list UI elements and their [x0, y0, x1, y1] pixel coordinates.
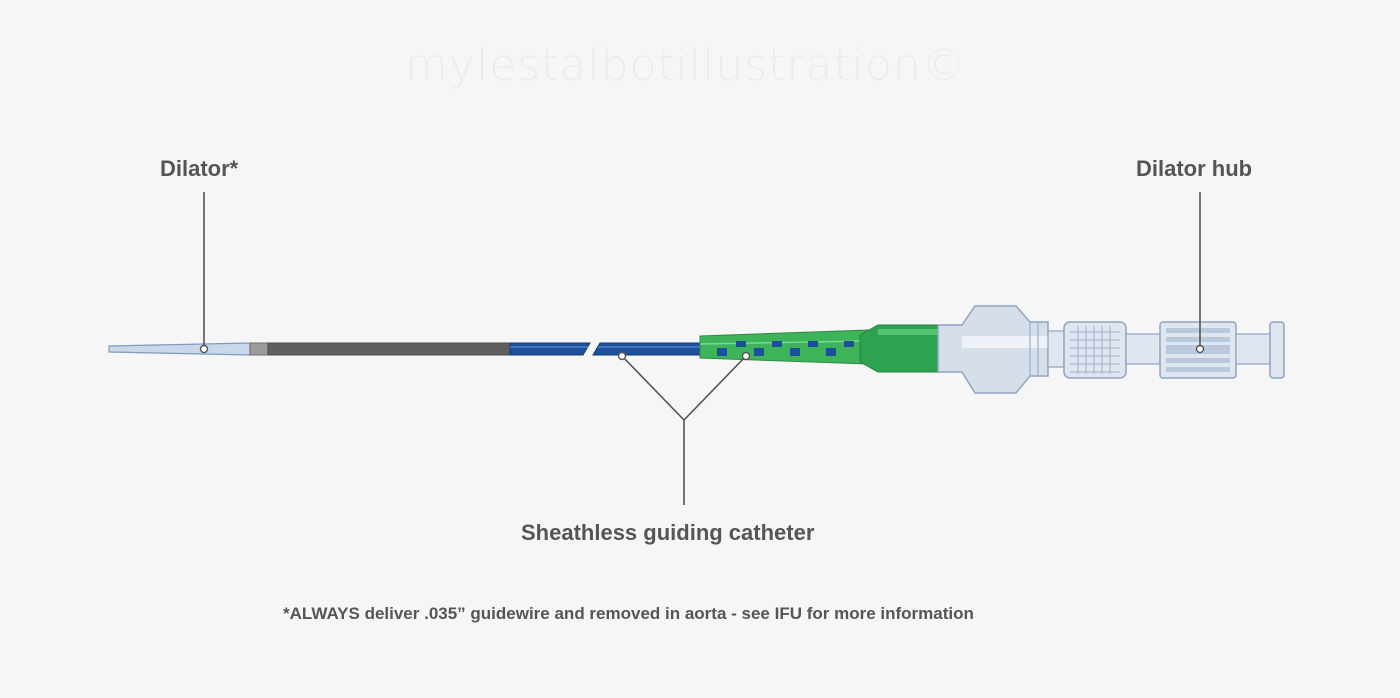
catheter-hub-body: [937, 305, 1049, 394]
catheter-pointer-dot-right: [741, 351, 751, 361]
dilator-hub-luer: [1235, 333, 1273, 365]
dilator-lock-knob: [1063, 321, 1127, 379]
catheter-shaft-right: [592, 342, 701, 356]
hub-connector: [1047, 330, 1065, 368]
dilator-hub-neck: [1125, 333, 1161, 365]
hub-pointer-dot: [1195, 344, 1205, 354]
dilator-pointer-dot: [199, 344, 209, 354]
dilator-hub-flange: [1269, 321, 1285, 379]
catheter-pointer-dot-left: [617, 351, 627, 361]
strain-relief: [699, 329, 869, 365]
strain-relief-markers: [717, 341, 854, 356]
sheathless-catheter-label: Sheathless guiding catheter: [521, 520, 815, 545]
dilator-tip: [108, 342, 251, 356]
footnote: *ALWAYS deliver .035” guidewire and remo…: [283, 604, 974, 623]
dilator-shaft-dark: [267, 342, 511, 356]
dilator-label: Dilator*: [160, 156, 239, 181]
leader-lines: [203, 192, 1201, 505]
catheter-leader-line: [621, 355, 747, 422]
dilator-shaft: [249, 342, 269, 356]
watermark: mylestalbotillustration©: [405, 40, 967, 91]
catheter-shaft-left: [509, 342, 591, 356]
dilator-hub-label: Dilator hub: [1136, 156, 1253, 181]
leader-dots: [199, 344, 1205, 361]
